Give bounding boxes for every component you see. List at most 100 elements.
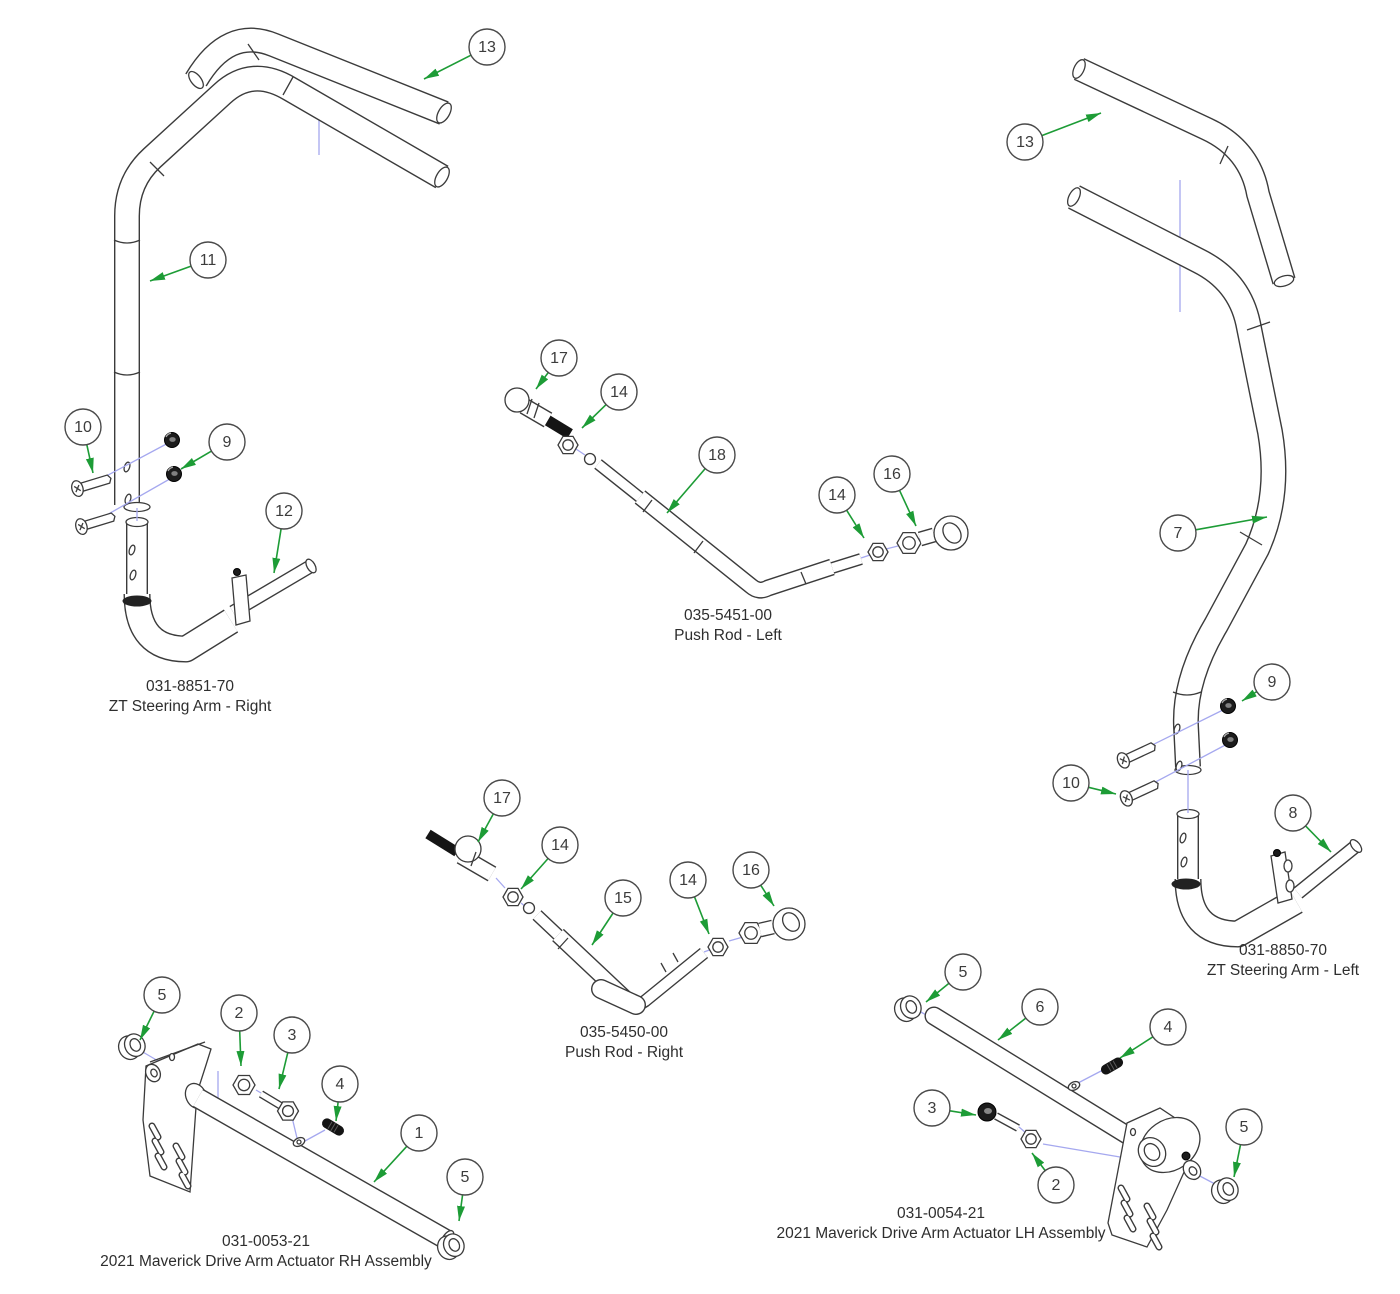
annotations-zt-steering-arm-right: 13 11 10 9 12 031-8851-70 ZT Steering Arm - Ri… <box>64 28 506 715</box>
leader-arrow <box>457 1194 466 1222</box>
callout-balloon <box>1149 1008 1187 1046</box>
annotations-layer: 13 11 10 9 12 031-8851-70 ZT Steering Arm - Ri… <box>64 28 1360 1270</box>
part-name-label: ZT Steering Arm - Right <box>109 698 272 715</box>
callout-balloon <box>732 851 770 889</box>
ball-joint <box>454 835 482 863</box>
callout-number: 5 <box>158 987 167 1004</box>
annotations-zt-steering-arm-left: 13 7 9 10 8 031-8850-70 ZT Steering Arm - Left <box>1006 112 1360 979</box>
leader-arrow <box>272 528 282 574</box>
leader-arrow <box>1119 1036 1154 1059</box>
part-number-label: 031-0053-21 <box>222 1233 310 1250</box>
leader-arrow <box>1195 515 1268 531</box>
leader-arrow <box>1241 689 1258 702</box>
callout-number: 10 <box>1062 775 1080 792</box>
leader-arrow <box>591 912 614 946</box>
tube-clamp <box>231 574 251 626</box>
callout-number: 17 <box>550 350 568 367</box>
callout-balloon <box>1006 123 1044 161</box>
callout-number: 13 <box>478 39 496 56</box>
ball-joint <box>504 387 530 413</box>
callout-number: 14 <box>551 837 569 854</box>
callout-number: 17 <box>493 790 511 807</box>
art-push-rod-left <box>504 387 969 599</box>
callout-number: 11 <box>200 252 217 269</box>
leader-arrow <box>1041 112 1102 137</box>
callout-number: 4 <box>336 1076 345 1093</box>
art-push-rod-right <box>425 829 806 1015</box>
leader-arrow <box>535 372 549 390</box>
clamp-ring <box>122 595 152 607</box>
callout-number: 5 <box>1240 1119 1249 1136</box>
part-name-label: 2021 Maverick Drive Arm Actuator LH Asse… <box>776 1225 1105 1242</box>
callout-number: 18 <box>708 447 726 464</box>
callout-number: 10 <box>74 419 92 436</box>
part-number-label: 031-8851-70 <box>146 678 234 695</box>
callout-number: 14 <box>828 487 846 504</box>
callout-balloon <box>189 241 227 279</box>
callout-number: 9 <box>1268 674 1277 691</box>
callout-balloon <box>220 994 258 1032</box>
callout-balloon <box>446 1158 484 1196</box>
part-name-label: Push Rod - Right <box>565 1044 684 1061</box>
callout-number: 3 <box>928 1100 937 1117</box>
leader-arrow <box>1305 825 1332 853</box>
callout-number: 13 <box>1016 134 1034 151</box>
callout-balloon <box>1021 988 1059 1026</box>
part-name-label: ZT Steering Arm - Left <box>1207 962 1360 979</box>
callout-number: 15 <box>614 890 632 907</box>
leader-arrow <box>236 1030 245 1067</box>
part-number-label: 031-0054-21 <box>897 1205 985 1222</box>
callout-number: 9 <box>223 434 232 451</box>
screw-icon <box>73 508 118 537</box>
leader-arrow <box>1088 786 1117 795</box>
leader-arrow <box>666 468 706 514</box>
callout-balloon <box>1274 794 1312 832</box>
leader-arrow <box>180 450 212 470</box>
part-name-label: 2021 Maverick Drive Arm Actuator RH Asse… <box>100 1253 432 1270</box>
callout-balloon <box>143 976 181 1014</box>
callout-balloon <box>873 455 911 493</box>
leader-arrow <box>423 54 472 80</box>
callout-number: 16 <box>883 466 901 483</box>
callout-balloon <box>400 1114 438 1152</box>
leader-arrow <box>139 1010 155 1041</box>
callout-number: 2 <box>1052 1177 1061 1194</box>
leader-arrow <box>760 884 775 907</box>
leader-arrow <box>477 813 495 843</box>
part-name-label: Push Rod - Left <box>674 627 782 644</box>
callout-balloon <box>273 1016 311 1054</box>
leader-arrow <box>997 1017 1027 1041</box>
leader-arrow <box>845 509 865 539</box>
callout-balloon <box>265 492 303 530</box>
callout-balloon <box>1253 663 1291 701</box>
callout-number: 12 <box>275 503 293 520</box>
callout-number: 7 <box>1174 525 1183 542</box>
callout-balloon <box>468 28 506 66</box>
art-zt-steering-arm-left <box>1066 58 1363 948</box>
callout-balloon <box>698 436 736 474</box>
art-zt-steering-arm-right <box>69 27 452 663</box>
callout-balloon <box>1037 1166 1075 1204</box>
callout-number: 14 <box>610 384 628 401</box>
clamp-ring <box>1171 878 1201 890</box>
callout-number: 2 <box>235 1005 244 1022</box>
callout-balloon <box>321 1065 359 1103</box>
callout-balloon <box>540 339 578 377</box>
leader-arrow <box>373 1145 408 1183</box>
leader-arrow <box>898 489 917 527</box>
callout-balloon <box>600 373 638 411</box>
part-number-label: 031-8850-70 <box>1239 942 1327 959</box>
leader-arrow <box>925 982 950 1003</box>
callout-balloon <box>604 879 642 917</box>
callout-balloon <box>1225 1108 1263 1146</box>
screw-icon <box>1117 775 1163 809</box>
screw-icon <box>1114 737 1160 771</box>
callout-number: 8 <box>1289 805 1298 822</box>
art-drive-arm-actuator-rh <box>114 1029 469 1264</box>
callout-number: 4 <box>1164 1019 1173 1036</box>
